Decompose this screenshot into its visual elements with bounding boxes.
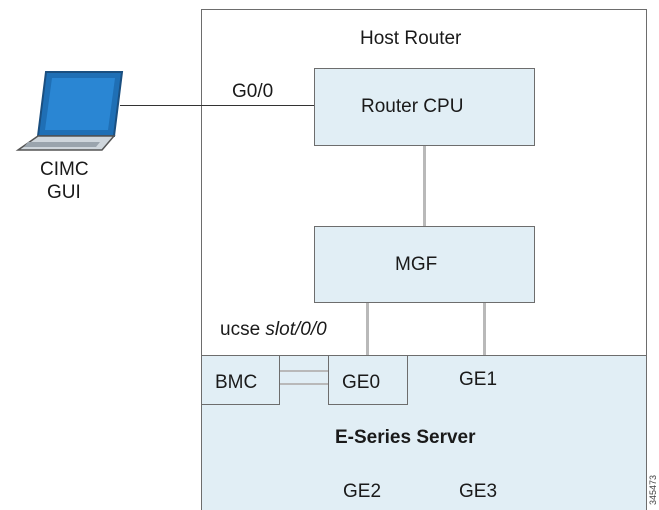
mgf-box: [314, 226, 535, 303]
mgf-label: MGF: [395, 254, 438, 275]
ge3-label: GE3: [459, 481, 498, 502]
g00-port-label: G0/0: [232, 81, 274, 102]
router-cpu-label: Router CPU: [361, 96, 464, 117]
ge1-label: GE1: [459, 369, 498, 390]
host-router-title: Host Router: [360, 28, 462, 49]
bmc-label: BMC: [215, 372, 258, 393]
laptop-label-line1: CIMC: [40, 159, 89, 180]
ucse-prefix: ucse: [220, 319, 261, 340]
bmc-ge0-connector-bottom: [280, 383, 328, 385]
bmc-box: [201, 355, 280, 405]
ucse-slot: slot/0/0: [265, 319, 327, 340]
mgf-ge1-connector: [483, 303, 486, 355]
laptop-label-line2: GUI: [47, 182, 81, 203]
cpu-mgf-connector: [423, 146, 426, 226]
eseries-server-title: E-Series Server: [335, 427, 476, 448]
ge0-label: GE0: [342, 372, 381, 393]
laptop-icon: [15, 71, 124, 151]
ucse-slot-label: ucse slot/0/0: [220, 320, 327, 339]
laptop-cpu-link: [120, 105, 314, 106]
router-cpu-box: [314, 68, 535, 146]
mgf-ge0-connector: [366, 303, 369, 355]
bmc-ge0-connector-top: [280, 370, 328, 372]
host-router-frame: [201, 9, 647, 510]
figure-id: 345473: [648, 474, 658, 505]
ge2-label: GE2: [343, 481, 382, 502]
ge0-box: [328, 355, 408, 405]
